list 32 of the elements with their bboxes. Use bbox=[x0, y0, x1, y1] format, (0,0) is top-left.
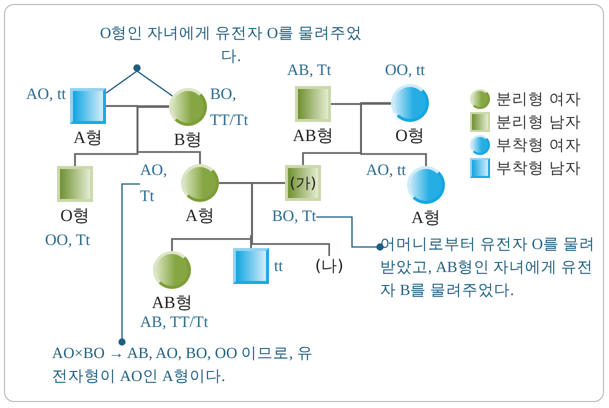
legend-label: 부착형 남자 bbox=[496, 158, 581, 179]
note-text: 어머니로부터 유전자 O를 물려받았고, AB형인 자녀에게 유전자 B를 물려주었다. bbox=[380, 233, 600, 302]
blood-type-label: A형 bbox=[72, 127, 104, 148]
legend-label: 부착형 여자 bbox=[496, 135, 581, 156]
genotype-label: OO, tt bbox=[385, 61, 425, 81]
blood-type-label: B형 bbox=[172, 129, 204, 150]
genotype-label: AO, tt bbox=[26, 85, 66, 105]
genotype-label: AO, Tt bbox=[140, 158, 180, 210]
blood-type-label: A형 bbox=[184, 205, 216, 226]
note-text: AO×BO → AB, AO, BO, OO 이므로, 유전자형이 AO인 A형이다. bbox=[52, 342, 324, 388]
blood-type-label: O형 bbox=[59, 205, 91, 226]
descent-line bbox=[136, 106, 201, 164]
person-label: (나) bbox=[315, 256, 344, 276]
genotype-label: AB, Tt bbox=[287, 61, 332, 81]
blood-type-label: AB형 bbox=[150, 292, 194, 313]
genotype-label: tt bbox=[274, 257, 283, 277]
leader-line bbox=[316, 216, 384, 251]
legend-label: 분리형 남자 bbox=[496, 112, 581, 133]
genotype-label: AO, tt bbox=[366, 161, 406, 181]
leader-line bbox=[118, 183, 140, 346]
descent-line bbox=[360, 102, 427, 166]
square-symbol: (가) bbox=[285, 165, 321, 201]
blood-type-label: A형 bbox=[410, 207, 442, 228]
genotype-label: BO, TT/Tt bbox=[210, 85, 250, 131]
descent-line bbox=[251, 182, 330, 256]
genotype-label: AB, TT/Tt bbox=[140, 313, 208, 333]
blood-type-label: O형 bbox=[394, 125, 426, 146]
blood-type-label: AB형 bbox=[292, 125, 334, 146]
genotype-label: OO, Tt bbox=[45, 231, 90, 251]
genotype-label: BO, Tt bbox=[272, 204, 316, 230]
legend-label: 분리형 여자 bbox=[496, 89, 581, 110]
leader-line bbox=[133, 64, 173, 97]
